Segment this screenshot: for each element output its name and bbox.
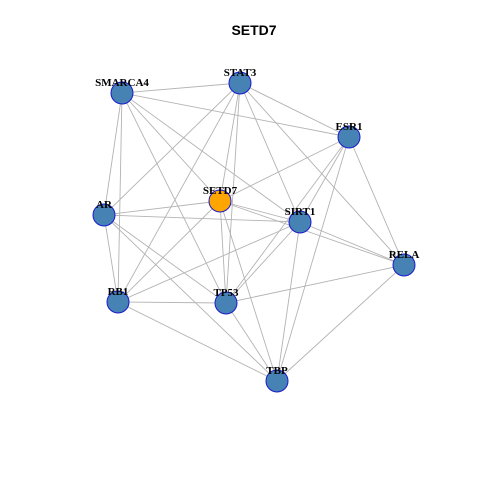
edge-ar-tp53: [103, 214, 227, 304]
edge-rela-tbp: [276, 264, 405, 382]
edge-setd7-rela: [219, 200, 405, 266]
edge-stat3-setd7: [219, 82, 241, 202]
edge-ar-sirt1: [103, 214, 301, 223]
node-label-esr1: ESR1: [336, 121, 363, 133]
edge-stat3-sirt1: [239, 82, 301, 223]
node-rela[interactable]: [392, 253, 416, 277]
edge-setd7-tbp: [219, 200, 278, 382]
edge-rb1-tbp: [117, 301, 278, 382]
edge-sirt1-tbp: [276, 221, 301, 382]
edge-setd7-ar: [103, 200, 221, 216]
edge-sirt1-rela: [299, 221, 405, 266]
node-label-ar: AR: [96, 199, 113, 211]
edge-smarca4-tp53: [121, 92, 227, 304]
edge-setd7-tp53: [219, 200, 227, 304]
edge-esr1-tbp: [276, 136, 350, 382]
edge-esr1-setd7: [219, 136, 350, 202]
edge-stat3-tp53: [225, 82, 241, 304]
edge-stat3-esr1: [239, 82, 350, 138]
node-sirt1[interactable]: [288, 210, 312, 234]
node-ar[interactable]: [92, 203, 116, 227]
node-label-smarca4: SMARCA4: [95, 77, 149, 89]
graph-title: SETD7: [231, 22, 276, 38]
node-layer: [92, 71, 416, 393]
node-tp53[interactable]: [214, 291, 238, 315]
edge-ar-rb1: [103, 214, 119, 303]
edge-smarca4-esr1: [121, 92, 350, 138]
edge-rb1-tp53: [117, 301, 227, 304]
edge-esr1-tp53: [225, 136, 350, 304]
edge-smarca4-sirt1: [121, 92, 301, 223]
edge-layer: [103, 82, 405, 382]
edge-smarca4-setd7: [121, 92, 221, 202]
edge-esr1-rela: [348, 136, 405, 266]
edge-smarca4-ar: [103, 92, 123, 216]
edge-rela-tp53: [225, 264, 405, 304]
edge-stat3-rb1: [117, 82, 241, 303]
node-label-sirt1: SIRT1: [285, 206, 316, 218]
node-esr1[interactable]: [337, 125, 361, 149]
node-label-stat3: STAT3: [224, 67, 257, 79]
node-smarca4[interactable]: [110, 81, 134, 105]
node-label-tbp: TBP: [266, 365, 288, 377]
edge-smarca4-rb1: [117, 92, 123, 303]
edge-sirt1-rb1: [117, 221, 301, 303]
edge-esr1-sirt1: [299, 136, 350, 223]
edge-ar-tbp: [103, 214, 278, 382]
node-tbp[interactable]: [265, 369, 289, 393]
edge-smarca4-stat3: [121, 82, 241, 94]
node-stat3[interactable]: [228, 71, 252, 95]
edge-sirt1-tp53: [225, 221, 301, 304]
node-label-rb1: RB1: [108, 286, 129, 298]
node-label-tp53: TP53: [213, 287, 239, 299]
node-rb1[interactable]: [106, 290, 130, 314]
edge-stat3-ar: [103, 82, 241, 216]
node-label-rela: RELA: [389, 249, 420, 261]
node-label-setd7: SETD7: [203, 185, 238, 197]
edge-tp53-tbp: [225, 302, 278, 382]
edge-setd7-sirt1: [219, 200, 301, 223]
node-setd7[interactable]: [208, 189, 232, 213]
edge-setd7-rb1: [117, 200, 221, 303]
